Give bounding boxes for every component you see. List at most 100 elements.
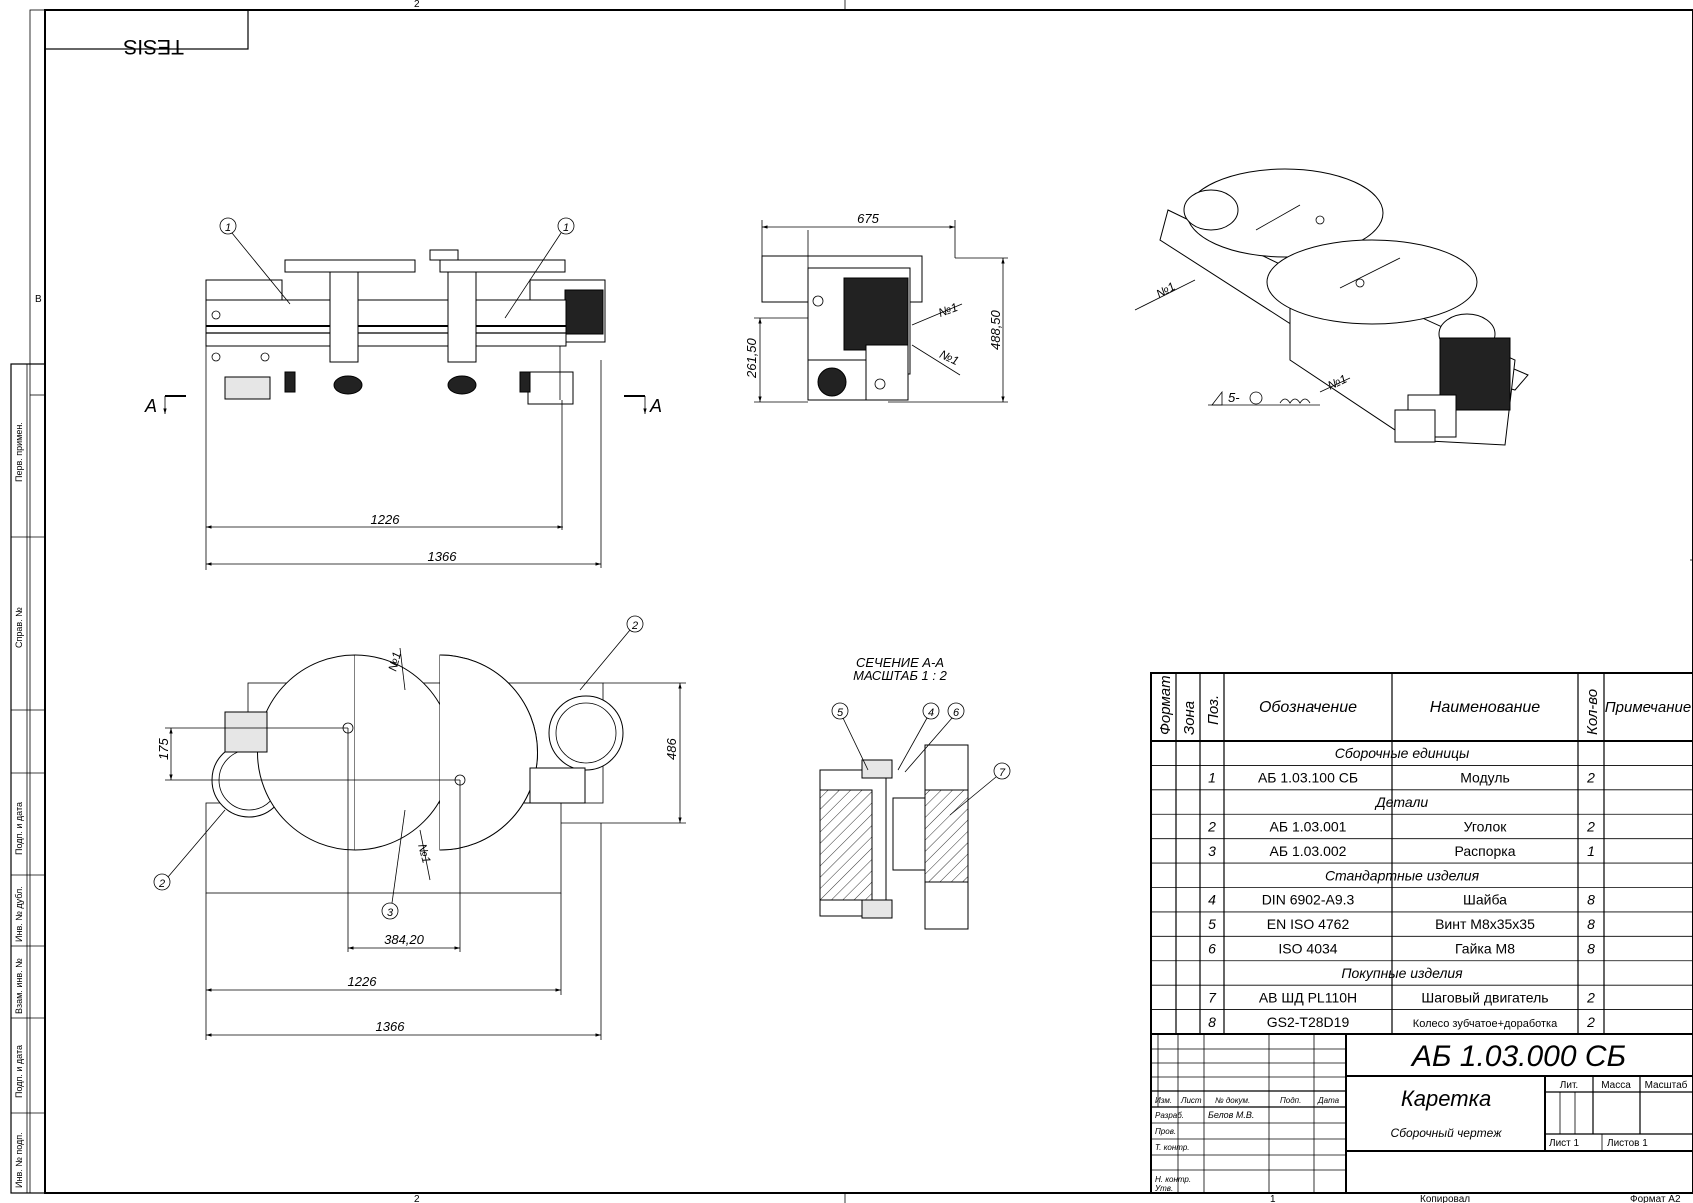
spec-cell-pos: 3: [1208, 843, 1216, 859]
side-label-4: Инв. № дубл.: [14, 886, 24, 942]
top-view: 175 486 384,20 1226 1366 2 2 3 №1 №1: [153, 615, 686, 1040]
spec-header-format: Формат: [1157, 675, 1174, 735]
side-weld-1: №1: [936, 300, 959, 320]
spec-cell-qty: 2: [1586, 1014, 1595, 1030]
spec-cell-qty: 8: [1587, 916, 1595, 932]
side-dim-488: 488,50: [988, 309, 1003, 350]
spec-header-name: Наименование: [1430, 699, 1541, 716]
tb-role-approve: Утв.: [1154, 1184, 1173, 1193]
spec-cell-designation: АБ 1.03.002: [1270, 843, 1347, 859]
tb-col-date: Дата: [1317, 1096, 1340, 1105]
spec-cell-pos: 5: [1208, 916, 1216, 932]
spec-cell-name: Колесо зубчатое+доработка: [1413, 1018, 1558, 1030]
section-pos-6: 6: [953, 707, 960, 719]
spec-header-designation: Обозначение: [1259, 699, 1357, 716]
top-pos-3: 3: [387, 907, 394, 919]
spec-header-pos: Поз.: [1205, 695, 1222, 725]
section-mark-left: A: [144, 396, 157, 416]
zone-number-bottom-right: 1: [1270, 1194, 1276, 1203]
side-label-6: Подп. и дата: [14, 1045, 24, 1098]
zone-number-top: 2: [414, 0, 420, 10]
spec-section-title: Сборочные единицы: [1335, 745, 1470, 761]
section-view: СЕЧЕНИЕ А-А МАСШТАБ 1 : 2 5 4 6 7: [819, 655, 1011, 930]
tb-role-tcontr: Т. контр.: [1155, 1143, 1190, 1152]
tb-col-izm: Изм.: [1155, 1096, 1172, 1105]
spec-cell-name: Шайба: [1463, 892, 1507, 908]
top-weld-b: №1: [415, 842, 434, 865]
spec-cell-designation: АБ 1.03.001: [1270, 818, 1347, 834]
tb-role-dev: Разраб.: [1155, 1111, 1184, 1120]
front-pos-1-left: 1: [225, 222, 231, 234]
spec-cell-designation: ISO 4034: [1278, 941, 1337, 957]
top-dim-1366: 1366: [376, 1019, 406, 1034]
spec-cell-designation: EN ISO 4762: [1267, 916, 1350, 932]
front-dim-1366: 1366: [428, 549, 458, 564]
spec-cell-qty: 1: [1587, 843, 1595, 859]
tb-copied: Копировал: [1420, 1194, 1470, 1203]
spec-cell-name: Винт М8х35х35: [1435, 916, 1535, 932]
section-pos-4: 4: [928, 707, 934, 719]
top-pos-2b: 2: [158, 878, 165, 890]
spec-cell-name: Шаговый двигатель: [1421, 989, 1548, 1005]
tb-col-sign: Подп.: [1280, 1096, 1301, 1105]
iso-weld-symbol: 5-: [1228, 390, 1240, 405]
top-pos-2a: 2: [631, 620, 638, 632]
spec-cell-qty: 8: [1587, 892, 1595, 908]
spec-cell-pos: 1: [1208, 770, 1216, 786]
mirrored-stamp: TESIS: [44, 9, 249, 58]
side-label-2: Справ. №: [14, 607, 24, 648]
spec-cell-designation: АВ ШД PL110H: [1259, 989, 1357, 1005]
top-dim-384: 384,20: [384, 932, 425, 947]
spec-cell-name: Гайка М8: [1455, 941, 1515, 957]
side-view: 675 488,50 261,50 №1 №1: [744, 211, 1008, 403]
tb-col-list: Лист: [1180, 1096, 1202, 1105]
spec-cell-qty: 2: [1586, 989, 1595, 1005]
section-pos-7: 7: [999, 767, 1006, 779]
top-weld-a: №1: [385, 650, 404, 673]
spec-header-zone: Зона: [1181, 701, 1198, 735]
side-label-1: Перв. примен.: [14, 422, 24, 482]
tb-document-type: Сборочный чертеж: [1391, 1126, 1503, 1140]
tb-mass-label: Масса: [1601, 1080, 1631, 1091]
spec-cell-designation: АБ 1.03.100 СБ: [1258, 770, 1358, 786]
side-label-5: Взам. инв. №: [14, 958, 24, 1014]
spec-header-qty: Кол-во: [1584, 689, 1601, 735]
tb-lit-label: Лит.: [1560, 1080, 1578, 1091]
spec-section-title: Детали: [1374, 794, 1429, 810]
spec-cell-designation: DIN 6902-A9.3: [1262, 892, 1355, 908]
tb-sheets: Листов 1: [1607, 1138, 1648, 1149]
side-dim-261: 261,50: [744, 337, 759, 379]
side-dim-675: 675: [857, 211, 879, 226]
side-label-3: Подп. и дата: [14, 802, 24, 855]
spec-cell-qty: 2: [1586, 770, 1595, 786]
spec-header-note: Примечание: [1605, 699, 1691, 716]
front-view: 1226 1366 1 1 A A: [144, 217, 662, 570]
tb-sheet: Лист 1: [1549, 1138, 1580, 1149]
side-label-7: Инв. № подп.: [14, 1132, 24, 1188]
spec-section-title: Стандартные изделия: [1325, 867, 1480, 883]
front-pos-1-right: 1: [563, 222, 569, 234]
spec-cell-qty: 8: [1587, 941, 1595, 957]
tb-developer-name: Белов М.В.: [1208, 1110, 1254, 1120]
spec-cell-pos: 8: [1208, 1014, 1216, 1030]
top-dim-1226: 1226: [348, 974, 378, 989]
isometric-view: №1 №1 5-: [1134, 168, 1529, 446]
tb-document-code: АБ 1.03.000 СБ: [1410, 1040, 1626, 1073]
spec-cell-pos: 2: [1207, 818, 1216, 834]
spec-cell-designation: GS2-T28D19: [1267, 1014, 1350, 1030]
spec-section-title: Покупные изделия: [1341, 965, 1463, 981]
section-pos-5: 5: [837, 707, 844, 719]
section-title: СЕЧЕНИЕ А-А: [856, 655, 944, 670]
spec-cell-pos: 6: [1208, 941, 1216, 957]
section-mark-right: A: [649, 396, 662, 416]
top-dim-486: 486: [664, 738, 679, 760]
side-column: Перв. примен. Справ. № Подп. и дата Инв.…: [10, 363, 46, 1194]
section-scale: МАСШТАБ 1 : 2: [853, 668, 947, 683]
specification-table: Формат Зона Поз. Обозначение Наименовани…: [1150, 672, 1693, 1035]
zone-number-bottom-left: 2: [414, 1194, 420, 1203]
tb-format: Формат А2: [1630, 1194, 1681, 1203]
spec-cell-pos: 7: [1208, 989, 1217, 1005]
spec-cell-pos: 4: [1208, 892, 1216, 908]
